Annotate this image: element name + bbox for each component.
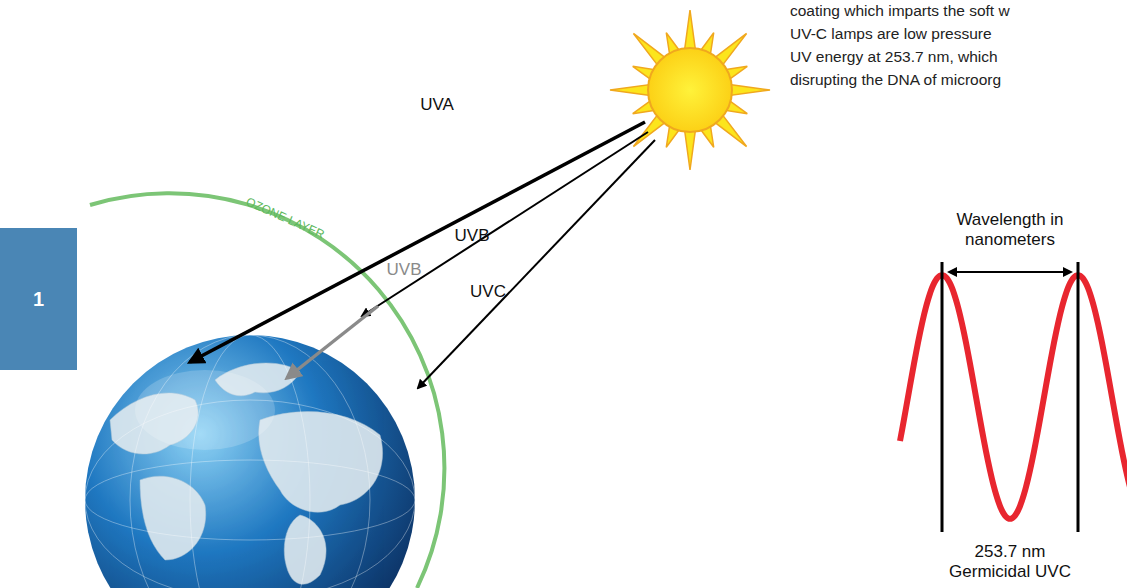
- ozone-label: OZONE LAYER: [243, 194, 326, 242]
- body-text: coating which imparts the soft w: [790, 0, 1010, 22]
- ray-label: UVB: [387, 260, 422, 280]
- ray-label: UVC: [470, 282, 506, 302]
- axis-label: Wavelength in nanometers: [945, 210, 1075, 251]
- body-text: UV energy at 253.7 nm, which: [790, 46, 998, 68]
- sun: [610, 10, 770, 170]
- figure-caption: 253.7 nm Germicidal UVC: [945, 542, 1075, 583]
- ozone-layer: [90, 193, 444, 588]
- uv-rays: [190, 122, 655, 388]
- wavelength-figure: [900, 262, 1127, 532]
- ray-label: UVA: [420, 95, 454, 115]
- section-tab: 1: [0, 228, 77, 370]
- body-text: disrupting the DNA of microorg: [790, 69, 1001, 91]
- body-text: UV-C lamps are low pressure: [790, 23, 992, 45]
- ray-label: UVB: [455, 226, 490, 246]
- section-number: 1: [33, 288, 44, 311]
- globe: [85, 335, 415, 588]
